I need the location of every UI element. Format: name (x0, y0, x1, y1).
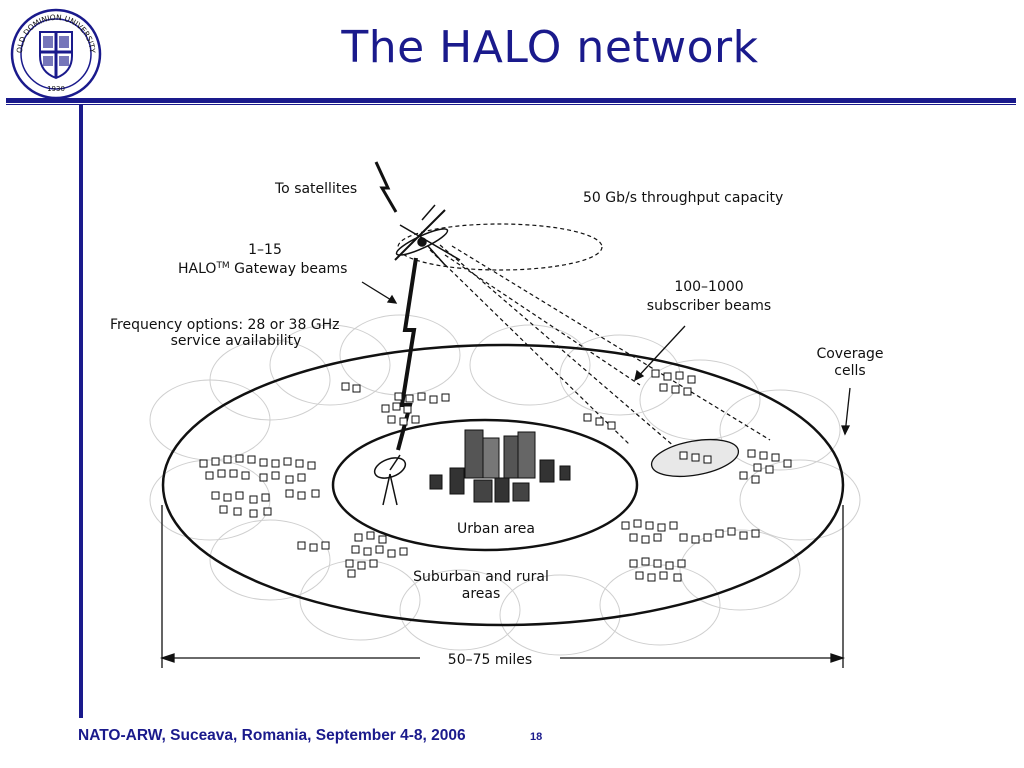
slide-footer: NATO-ARW, Suceava, Romania, September 4-… (78, 727, 466, 744)
halo-network-diagram: To satellites 50 Gb/s throughput capacit… (110, 161, 884, 668)
label-suburban-rural: Suburban and rural (413, 569, 549, 585)
satellite-link-bolt (374, 161, 398, 213)
label-distance: 50–75 miles (448, 652, 532, 668)
label-gateway-count: 1–15 (248, 242, 282, 258)
house-cluster-southeast (621, 519, 760, 582)
coverage-cell-pattern (149, 314, 861, 656)
aircraft-orbit-ellipse (397, 223, 603, 271)
pointer-arrows (361, 281, 851, 436)
left-rule (79, 104, 83, 718)
label-cells: cells (834, 363, 865, 379)
house-cluster-northwest (341, 382, 450, 426)
label-gateway-beams: HALOTM Gateway beams (178, 261, 347, 277)
seal-year: 1930 (47, 85, 65, 93)
ground-station-dish-icon (373, 454, 407, 506)
university-seal-logo: OLD DOMINION UNIVERSITY 1930 (10, 8, 102, 100)
house-cluster-east (583, 369, 792, 484)
house-cluster-west (199, 454, 320, 518)
subscriber-beams (429, 244, 771, 461)
halo-aircraft-icon (394, 204, 461, 266)
label-throughput: 50 Gb/s throughput capacity (583, 190, 783, 206)
house-cluster-southwest (297, 531, 408, 578)
label-subscriber-count: 100–1000 (674, 279, 743, 295)
label-urban-area: Urban area (457, 521, 535, 537)
label-coverage: Coverage (816, 346, 883, 362)
page-number: 18 (530, 731, 543, 743)
slide-title: The HALO network (341, 22, 759, 73)
distance-dimension (159, 505, 846, 668)
label-to-satellites: To satellites (274, 181, 357, 197)
header-rule (6, 98, 1016, 103)
label-subscriber-beams: subscriber beams (647, 298, 771, 314)
header-rule-thin (6, 104, 1016, 105)
suburban-area-boundary (161, 343, 845, 627)
label-service-availability: service availability (171, 333, 302, 349)
urban-buildings-icon (429, 429, 571, 503)
house-clusters (199, 369, 792, 582)
label-areas: areas (462, 586, 501, 602)
label-frequency-options: Frequency options: 28 or 38 GHz (110, 317, 340, 333)
urban-area-boundary (331, 418, 639, 552)
